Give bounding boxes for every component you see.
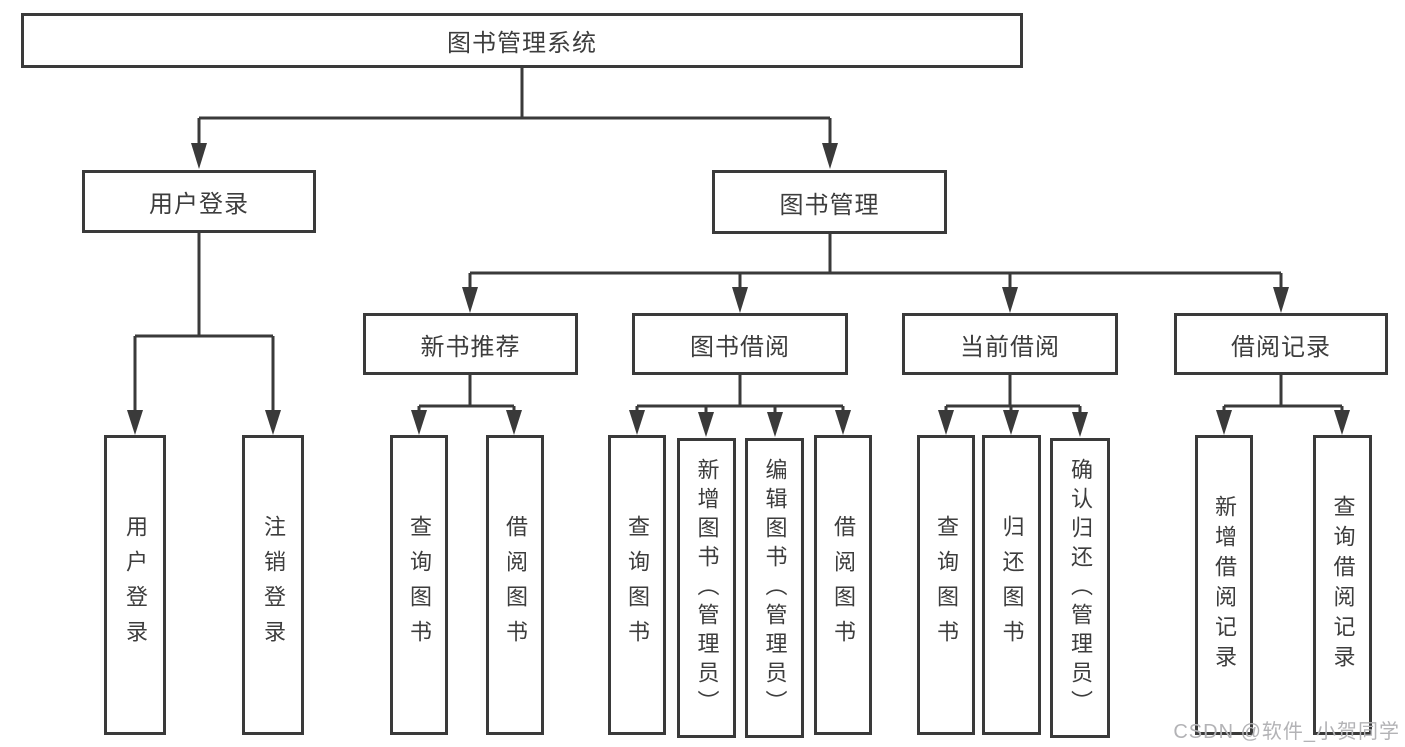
connector-book-borrowing-children bbox=[629, 375, 851, 437]
arrowhead bbox=[732, 287, 748, 313]
arrowhead bbox=[767, 412, 783, 437]
arrowhead bbox=[1334, 410, 1350, 435]
leaf-add-books-admin: 新增图书（管理员） bbox=[677, 438, 736, 738]
leaf-borrow-books-recommend-label: 借阅图书 bbox=[503, 515, 528, 655]
leaf-return-books-label: 归还图书 bbox=[999, 515, 1025, 655]
leaf-logout: 注销登录 bbox=[242, 435, 304, 735]
leaf-query-books-borrowing: 查询图书 bbox=[608, 435, 666, 735]
arrowhead bbox=[191, 143, 207, 169]
connector-line bbox=[417, 375, 516, 412]
connector-line bbox=[944, 375, 1082, 414]
leaf-borrow-books-recommend: 借阅图书 bbox=[486, 435, 544, 735]
watermark: CSDN @软件_小贺同学 bbox=[1173, 721, 1400, 743]
node-book-borrowing-label: 图书借阅 bbox=[690, 333, 790, 361]
leaf-add-borrow-record: 新增借阅记录 bbox=[1195, 435, 1253, 735]
arrowhead bbox=[1072, 412, 1088, 437]
arrowhead bbox=[1273, 287, 1289, 313]
leaf-query-books-borrowing-label: 查询图书 bbox=[625, 515, 650, 655]
arrowhead bbox=[629, 410, 645, 435]
leaf-query-borrow-record: 查询借阅记录 bbox=[1313, 435, 1372, 735]
node-book-management: 图书管理 bbox=[712, 170, 947, 234]
connector-line bbox=[635, 375, 845, 414]
leaf-query-borrow-record-label: 查询借阅记录 bbox=[1330, 495, 1356, 675]
leaf-confirm-return-admin-label: 确认归还（管理员） bbox=[1068, 457, 1093, 719]
arrowhead bbox=[1216, 410, 1232, 435]
arrowhead bbox=[698, 412, 714, 437]
leaf-user-login: 用户登录 bbox=[104, 435, 166, 735]
leaf-logout-label: 注销登录 bbox=[261, 515, 286, 655]
connector-current-borrowing-children bbox=[938, 375, 1088, 437]
connector-line bbox=[468, 234, 1283, 290]
node-user-login-label: 用户登录 bbox=[149, 191, 249, 218]
leaf-return-books: 归还图书 bbox=[982, 435, 1041, 735]
leaf-query-books-recommend: 查询图书 bbox=[390, 435, 448, 735]
node-user-login: 用户登录 bbox=[82, 170, 316, 233]
node-current-borrowing-label: 当前借阅 bbox=[960, 333, 1060, 361]
connector-book-management-to-level3 bbox=[462, 234, 1289, 313]
arrowhead bbox=[835, 410, 851, 435]
node-borrowing-records-label: 借阅记录 bbox=[1231, 333, 1331, 361]
leaf-query-books-recommend-label: 查询图书 bbox=[407, 515, 432, 655]
node-current-borrowing: 当前借阅 bbox=[902, 313, 1118, 375]
arrowhead bbox=[938, 410, 954, 435]
leaf-borrow-books-borrowing: 借阅图书 bbox=[814, 435, 872, 735]
leaf-edit-books-admin: 编辑图书（管理员） bbox=[745, 438, 804, 738]
leaf-query-books-current-label: 查询图书 bbox=[934, 515, 959, 655]
node-root: 图书管理系统 bbox=[21, 13, 1023, 68]
leaf-borrow-books-borrowing-label: 借阅图书 bbox=[831, 515, 856, 655]
leaf-edit-books-admin-label: 编辑图书（管理员） bbox=[762, 457, 788, 719]
connector-user-login-children bbox=[127, 233, 281, 435]
arrowhead bbox=[462, 287, 478, 313]
leaf-user-login-label: 用户登录 bbox=[123, 515, 148, 655]
connector-new-book-recommendation-children bbox=[411, 375, 522, 435]
arrowhead bbox=[127, 410, 143, 435]
arrowhead bbox=[411, 410, 427, 435]
node-new-book-recommendation-label: 新书推荐 bbox=[420, 333, 521, 361]
arrowhead bbox=[506, 410, 522, 435]
leaf-add-books-admin-label: 新增图书（管理员） bbox=[694, 457, 720, 719]
leaf-confirm-return-admin: 确认归还（管理员） bbox=[1050, 438, 1110, 738]
connector-line bbox=[197, 68, 832, 146]
connector-root-to-level2 bbox=[191, 68, 838, 169]
node-book-borrowing: 图书借阅 bbox=[632, 313, 848, 375]
leaf-add-borrow-record-label: 新增借阅记录 bbox=[1212, 495, 1237, 675]
arrowhead bbox=[822, 143, 838, 169]
connector-borrowing-records-children bbox=[1216, 375, 1350, 435]
leaf-query-books-current: 查询图书 bbox=[917, 435, 975, 735]
node-borrowing-records: 借阅记录 bbox=[1174, 313, 1388, 375]
connector-line bbox=[1222, 375, 1344, 412]
node-root-label: 图书管理系统 bbox=[447, 30, 597, 57]
node-book-management-label: 图书管理 bbox=[779, 191, 880, 219]
node-new-book-recommendation: 新书推荐 bbox=[363, 313, 578, 375]
arrowhead bbox=[265, 410, 281, 435]
arrowhead bbox=[1002, 287, 1018, 313]
connector-line bbox=[133, 233, 275, 412]
arrowhead bbox=[1003, 410, 1019, 435]
